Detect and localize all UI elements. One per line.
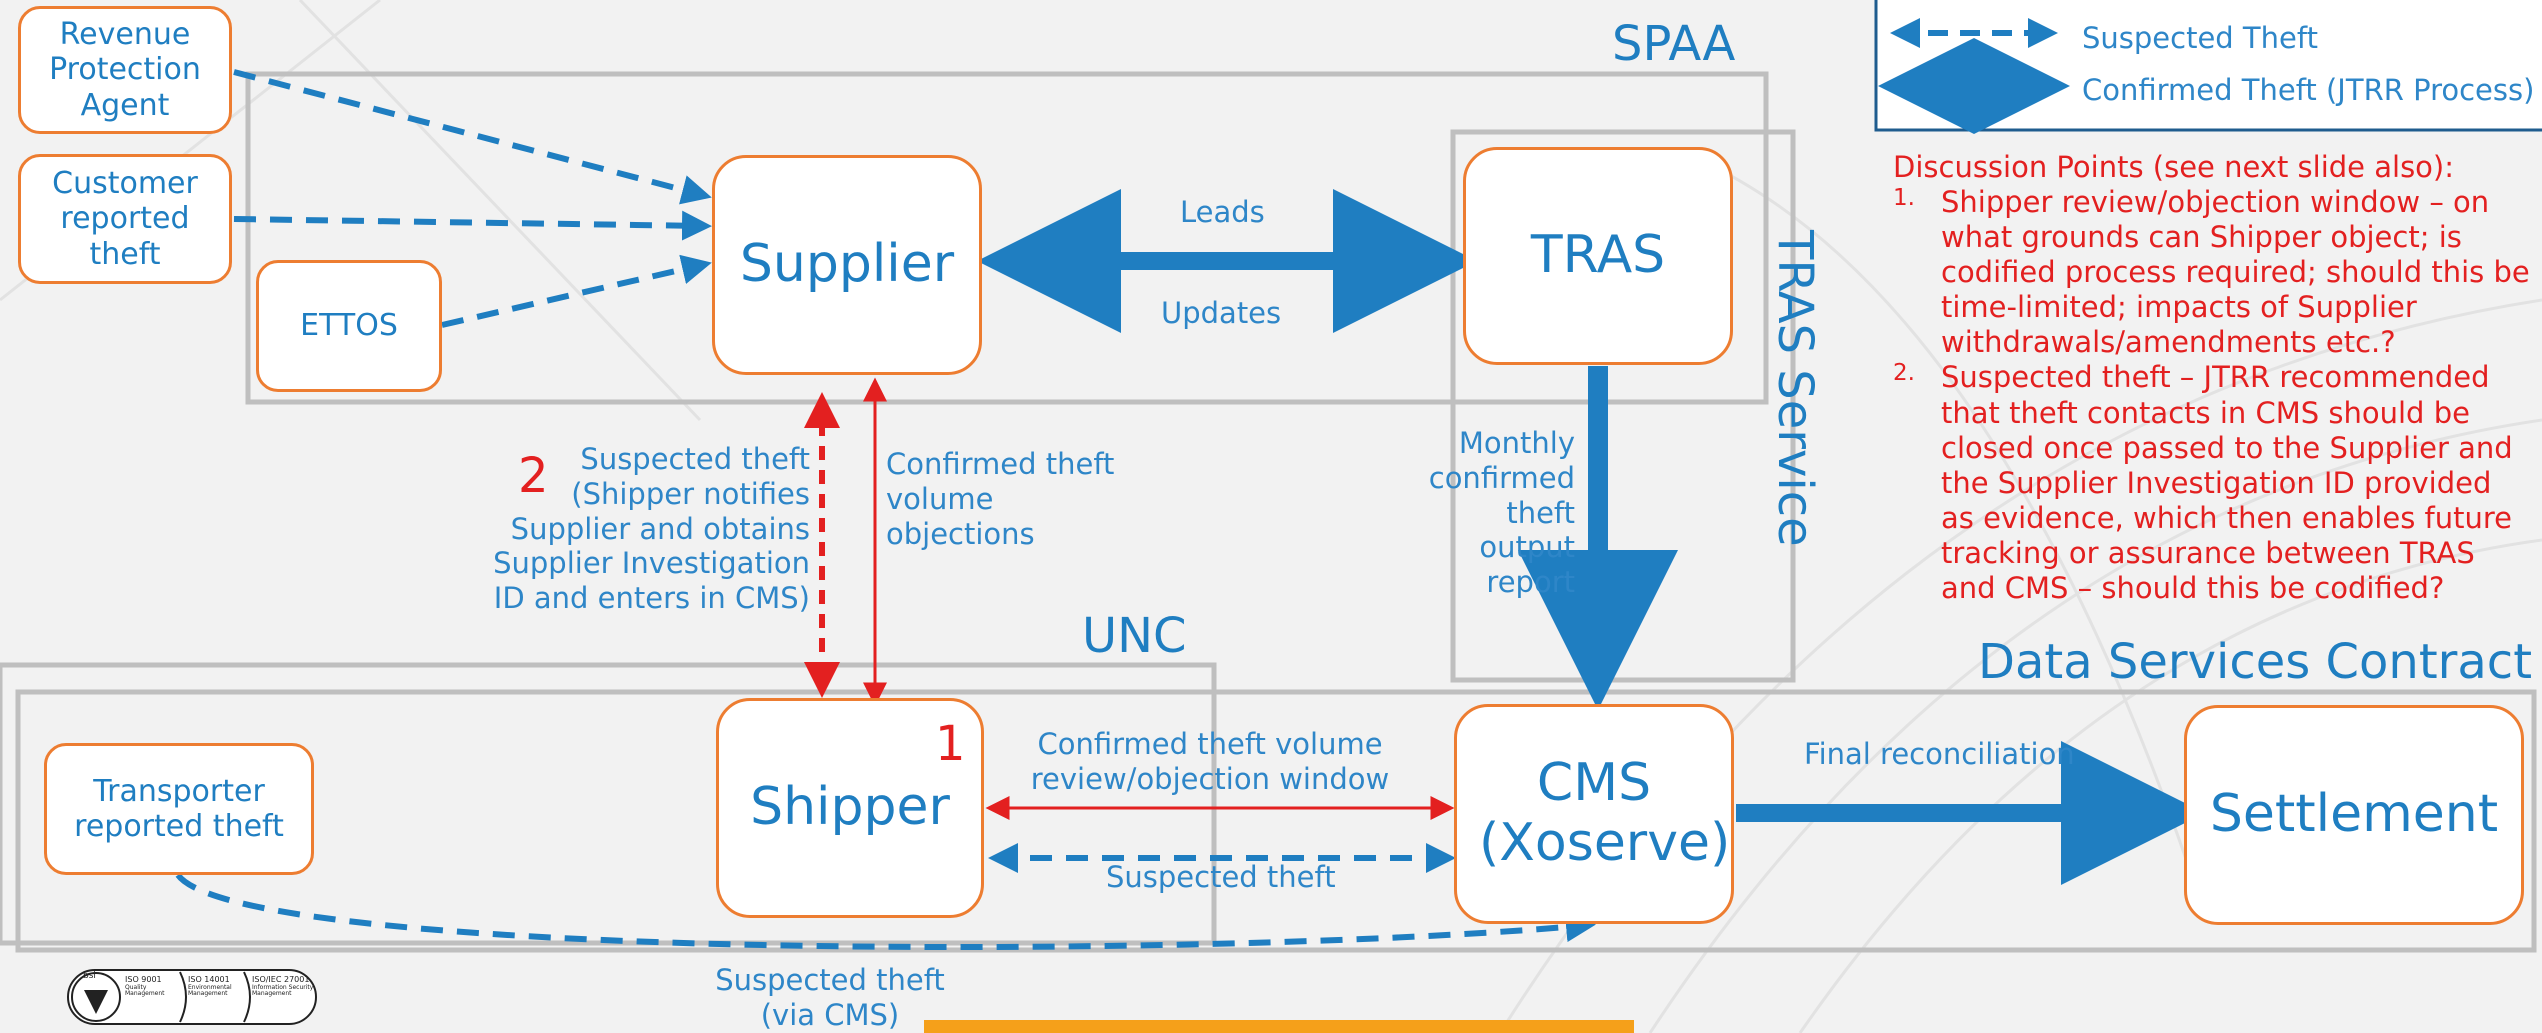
legend-box (1874, 0, 2542, 132)
discussion-list: 1. Shipper review/objection window – on w… (1893, 185, 2533, 606)
shipper-label: Shipper (750, 777, 950, 838)
ettos-label: ETTOS (300, 308, 398, 344)
rpa-to-supplier-arrow (233, 69, 712, 205)
settlement-node: Settlement (2184, 705, 2524, 925)
suspected-theft-via-cms-label: Suspected theft (via CMS) (715, 963, 945, 1032)
ettos-node: ETTOS (256, 260, 442, 392)
discussion-heading: Discussion Points (see next slide also): (1893, 150, 2455, 184)
discussion-marker-1: 1 (935, 716, 966, 772)
discussion-marker-2: 2 (518, 448, 549, 504)
customer-to-supplier-arrow (233, 210, 712, 241)
tras-node: TRAS (1463, 147, 1733, 365)
discussion-point-2: 2. Suspected theft – JTRR recommended tha… (1893, 360, 2533, 606)
cert-bsi: bsi (83, 971, 96, 981)
leads-label: Leads (1180, 195, 1265, 229)
transporter-reported-theft-node: Transporter reported theft (44, 743, 314, 875)
cert-iso27001-scope: Information Security Management (252, 983, 314, 998)
transporter-to-cms-arrow (175, 873, 1596, 951)
cms-label: CMS (Xoserve) (1479, 753, 1731, 873)
monthly-report-label: Monthly confirmed theft output report (1428, 426, 1575, 600)
transporter-reported-theft-label: Transporter reported theft (74, 773, 284, 844)
cert-iso14001-scope: Environmental Management (188, 983, 232, 998)
dsc-region (15, 689, 2537, 953)
revenue-protection-agent-label: Revenue Protection Agent (49, 17, 201, 123)
legend-confirmed-label: Confirmed Theft (JTRR Process) (2082, 73, 2535, 107)
ettos-to-supplier-arrow (441, 254, 712, 328)
cert-iso14001: ISO 14001 Environmental Management (188, 975, 244, 998)
final-reconciliation-label: Final reconciliation (1804, 737, 2075, 771)
confirmed-theft-objections-label: Confirmed theft volume objections (886, 447, 1115, 551)
discussion-point-2-number: 2. (1893, 360, 1915, 387)
revenue-protection-agent-node: Revenue Protection Agent (18, 6, 232, 134)
review-objection-window-label: Confirmed theft volume review/objection … (1030, 727, 1390, 796)
customer-reported-theft-node: Customer reported theft (18, 154, 232, 284)
spaa-region (245, 71, 1769, 405)
suspected-theft-notify-label: Suspected theft (Shipper notifies Suppli… (493, 442, 810, 616)
supplier-node: Supplier (712, 155, 982, 375)
cert-iso14001-number: ISO 14001 (188, 975, 230, 984)
supplier-label: Supplier (739, 234, 955, 295)
cert-iso27001: ISO/IEC 27001 Information Security Manag… (252, 975, 314, 998)
cms-node: CMS (Xoserve) (1454, 704, 1734, 924)
dsc-label: Data Services Contract (1978, 634, 2533, 690)
shipper-node: Shipper (716, 698, 984, 918)
footer-bar (924, 1020, 1634, 1033)
updates-label: Updates (1161, 296, 1282, 330)
discussion-point-1-text: Shipper review/objection window – on wha… (1941, 185, 2530, 360)
tras-label: TRAS (1530, 225, 1666, 286)
discussion-point-1: 1. Shipper review/objection window – on w… (1893, 185, 2533, 360)
cert-iso9001-number: ISO 9001 (125, 975, 162, 984)
settlement-label: Settlement (2209, 784, 2499, 845)
unc-label: UNC (1082, 608, 1187, 664)
cert-iso9001-scope: Quality Management (125, 983, 165, 998)
discussion-point-2-text: Suspected theft – JTRR recommended that … (1941, 360, 2513, 605)
bsi-kitemark-icon (84, 990, 108, 1014)
tras-service-label: TRAS Service (1767, 230, 1823, 547)
certification-logos (67, 969, 317, 1025)
spaa-label: SPAA (1612, 16, 1736, 72)
cert-iso27001-number: ISO/IEC 27001 (252, 975, 310, 984)
discussion-points: Discussion Points (see next slide also):… (1893, 150, 2533, 606)
legend-suspected-label: Suspected Theft (2082, 21, 2318, 55)
cert-iso9001: ISO 9001 Quality Management (125, 975, 179, 998)
customer-reported-theft-label: Customer reported theft (52, 166, 198, 272)
discussion-point-1-number: 1. (1893, 185, 1915, 212)
suspected-theft-label: Suspected theft (1106, 860, 1336, 894)
